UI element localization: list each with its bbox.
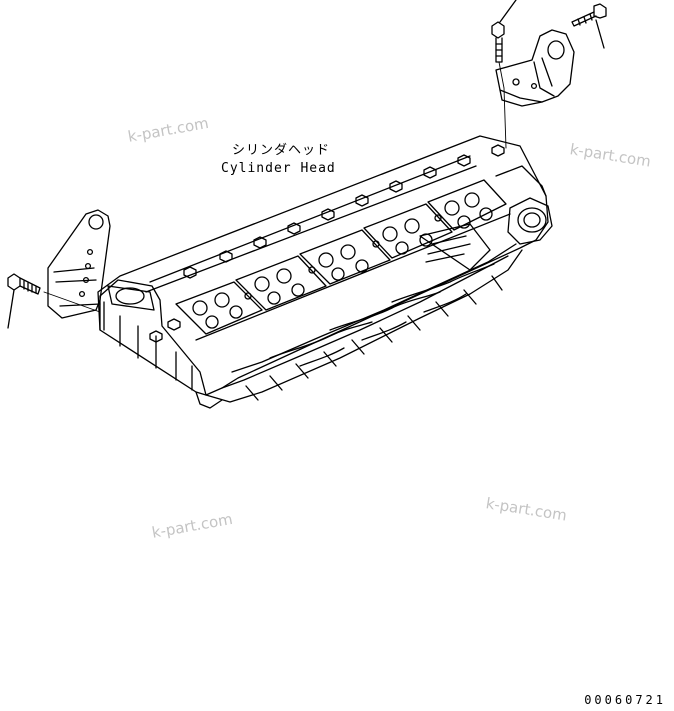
drawing-code: 00060721 [584,693,666,707]
part-label-jp: シリンダヘッド [232,143,331,158]
right-side-bolt [571,3,607,49]
part-label-en: Cylinder Head [221,161,336,176]
right-top-bolt [491,0,517,149]
left-lifting-bracket [47,209,111,319]
left-bolt [7,273,101,329]
right-lifting-bracket [495,29,575,107]
cylinder-head [97,135,553,409]
